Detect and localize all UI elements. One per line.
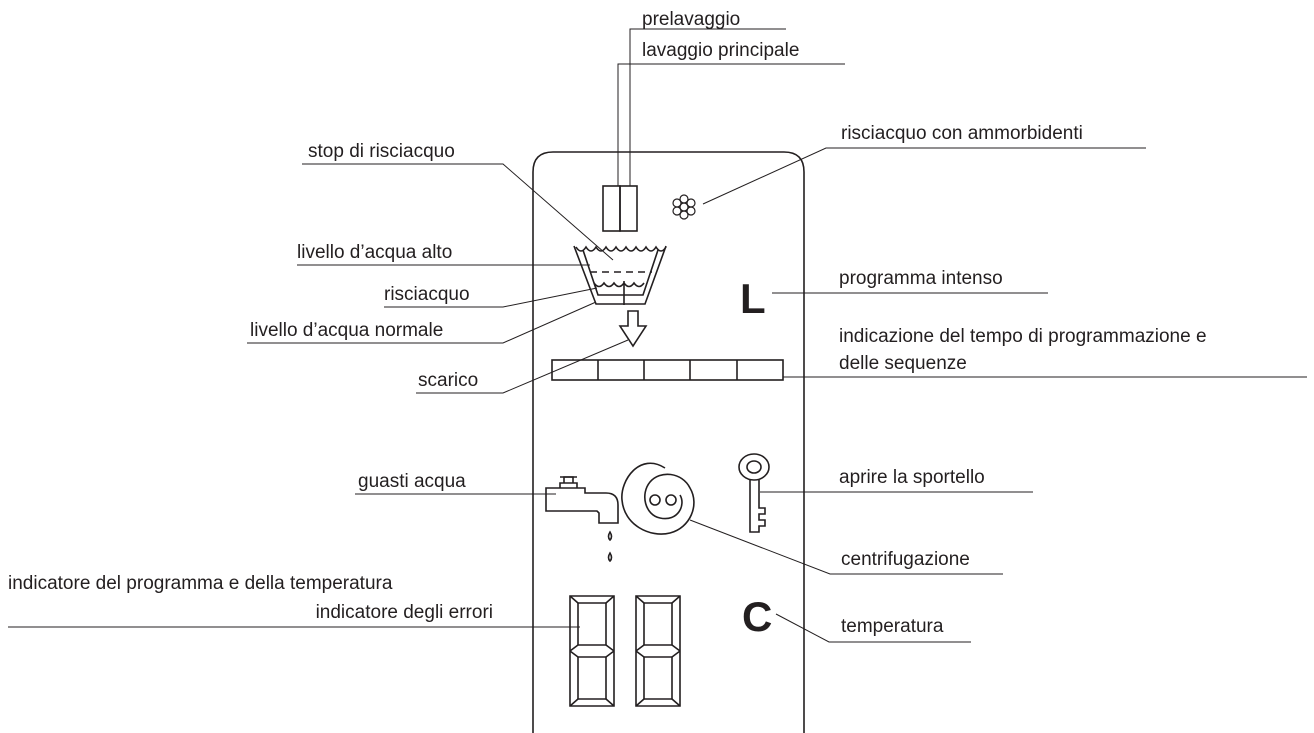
panel-outline bbox=[532, 151, 805, 733]
label-programma-intenso: programma intenso bbox=[839, 268, 1003, 289]
leader-ammorbidenti bbox=[702, 147, 1146, 205]
label-guasti-acqua: guasti acqua bbox=[358, 471, 466, 492]
label-indicatore-errori: indicatore degli errori bbox=[316, 602, 493, 623]
drain-arrow-icon bbox=[618, 310, 648, 348]
label-tempo-line2: delle sequenze bbox=[839, 353, 967, 374]
label-risciacquo-ammorbidenti: risciacquo con ammorbidenti bbox=[841, 123, 1083, 144]
label-prelavaggio: prelavaggio bbox=[642, 9, 740, 30]
label-indicatore-programma: indicatore del programma e della tempera… bbox=[8, 573, 393, 594]
seven-segment-display bbox=[569, 595, 681, 707]
leader-prelavaggio bbox=[629, 28, 786, 186]
label-tempo-line1: indicazione del tempo di programmazione … bbox=[839, 326, 1207, 347]
leader-centrifugazione bbox=[689, 519, 1003, 575]
label-temperatura: temperatura bbox=[841, 616, 944, 637]
time-sequence-bar bbox=[551, 359, 784, 381]
leader-stop-risciacquo bbox=[302, 163, 614, 261]
label-scarico: scarico bbox=[418, 370, 478, 391]
leader-risciacquo bbox=[384, 287, 598, 308]
label-centrifugazione: centrifugazione bbox=[841, 549, 970, 570]
label-livello-normale: livello d’acqua normale bbox=[250, 320, 443, 341]
tub-icon bbox=[573, 245, 667, 305]
digit-2 bbox=[635, 595, 681, 707]
spin-spiral-icon bbox=[621, 462, 695, 535]
temperature-letter: C bbox=[742, 593, 772, 640]
leader-scarico bbox=[416, 339, 629, 394]
key-icon bbox=[738, 453, 770, 533]
leader-temperatura bbox=[775, 613, 971, 643]
tap-icon bbox=[545, 476, 619, 563]
softener-flower-icon bbox=[672, 194, 696, 220]
label-risciacquo: risciacquo bbox=[384, 284, 470, 305]
leader-lavaggio-principale bbox=[617, 63, 845, 186]
intensive-letter: L bbox=[740, 275, 766, 322]
label-stop-risciacquo: stop di risciacquo bbox=[308, 141, 455, 162]
label-aprire-sportello: aprire la sportello bbox=[839, 467, 985, 488]
leader-livello-normale bbox=[247, 301, 597, 344]
label-lavaggio-principale: lavaggio principale bbox=[642, 40, 799, 61]
prewash-mainwash-icon bbox=[602, 185, 638, 232]
label-livello-alto: livello d’acqua alto bbox=[297, 242, 452, 263]
digit-1 bbox=[569, 595, 615, 707]
